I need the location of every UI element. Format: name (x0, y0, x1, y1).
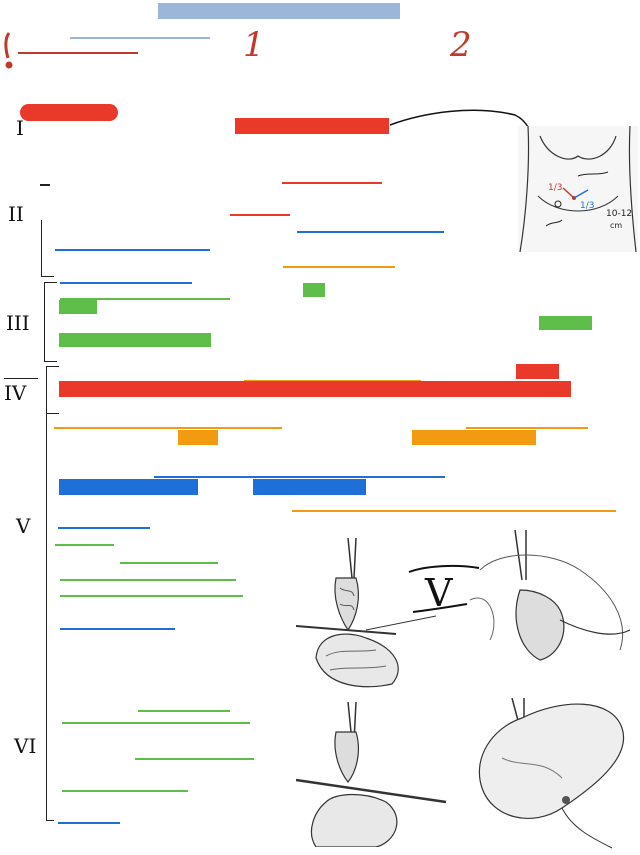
header-underline-2 (18, 52, 138, 54)
surgical-illustration-d (462, 697, 640, 855)
header-mark-1: 1 (243, 25, 265, 65)
surgical-illustration-a (295, 537, 456, 693)
title-redaction (158, 3, 400, 19)
section-iii-label: III (6, 311, 30, 335)
diagram-note-1: 1/3 (548, 183, 562, 193)
abdomen-diagram: 1/3 1/3 10-12 cm (518, 125, 638, 257)
section-v-orange-underline-2 (466, 427, 588, 429)
section-v-orange-underline-3 (292, 510, 616, 512)
section-iv-label: IV (4, 381, 27, 405)
section-v-green-underline-1 (55, 544, 114, 546)
section-ii-blue-underline-1 (297, 231, 444, 233)
section-ii-blue-underline-2 (55, 249, 210, 251)
section-iii-green-block-3 (539, 316, 592, 330)
section-v-spine (46, 412, 47, 820)
section-v-orange-underline-1 (54, 427, 282, 429)
section-vi-label: VI (14, 734, 37, 758)
section-v-blue-underline-3 (60, 628, 175, 630)
header-mark-2: 2 (450, 25, 472, 65)
section-vi-green-underline-3 (135, 758, 254, 760)
section-ii-dash (40, 184, 50, 186)
section-ii-label: II (8, 202, 24, 226)
section-iv-bracket (46, 366, 59, 414)
section-v-green-underline-3 (60, 579, 236, 581)
section-vi-green-underline-1 (138, 710, 230, 712)
section-ii-red-underline-1 (282, 182, 382, 184)
section-v-green-underline-2 (120, 562, 218, 564)
section-vi-green-underline-2 (62, 722, 250, 724)
alert-icon (2, 30, 16, 75)
section-ii-orange-underline (283, 266, 395, 268)
section-v-blue-underline-1 (154, 476, 445, 478)
header-underline-1 (70, 37, 210, 39)
section-iv-rule (4, 378, 38, 379)
step-v-letter: V (424, 571, 453, 615)
section-vi-green-underline-4 (62, 790, 188, 792)
diagram-note-2: 1/3 (580, 201, 594, 211)
section-iv-red-block (516, 364, 559, 379)
section-v-green-underline-4 (60, 595, 243, 597)
diagram-note-4: cm (610, 221, 622, 230)
section-i-red-bar (235, 118, 389, 134)
section-iv-red-bar (59, 381, 571, 397)
section-v-orange-block-1 (178, 430, 218, 445)
section-iii-bracket (44, 282, 57, 362)
section-iii-green-underline (60, 298, 230, 300)
section-ii-bracket (41, 220, 54, 277)
diagram-note-3: 10-12 (606, 209, 632, 219)
section-ii-red-underline-2 (230, 214, 290, 216)
surgical-illustration-b (460, 529, 640, 695)
section-vi-blue-underline (58, 822, 120, 824)
step-v-mark: V (405, 560, 485, 625)
section-iii-blue-underline (60, 282, 192, 284)
section-iii-green-block-4 (59, 333, 211, 347)
section-vi-foot (46, 820, 54, 821)
section-iii-green-block-2 (59, 300, 97, 314)
section-v-blue-block-1 (59, 479, 198, 495)
section-v-blue-underline-2 (58, 527, 150, 529)
section-i-title-highlight (20, 104, 118, 121)
section-iii-green-block-1 (303, 283, 325, 297)
section-v-orange-block-2 (412, 430, 536, 445)
section-i-label: I (16, 116, 24, 140)
section-v-label: V (16, 514, 31, 538)
surgical-illustration-c (295, 701, 456, 852)
section-v-blue-block-2 (253, 479, 366, 495)
